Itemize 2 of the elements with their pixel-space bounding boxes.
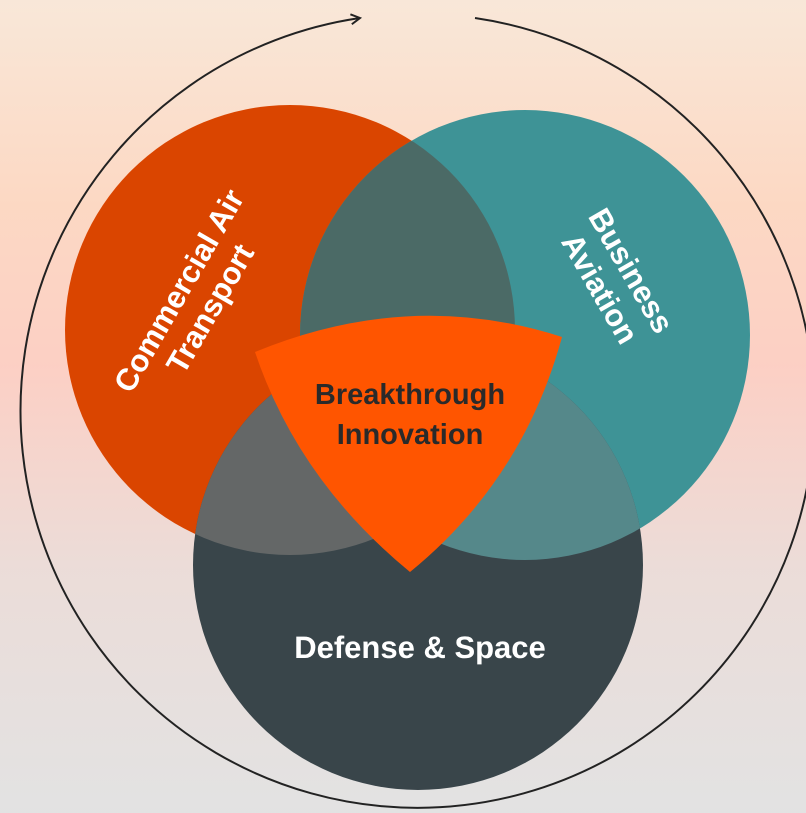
- center-label: Breakthrough Innovation: [314, 378, 506, 453]
- segment-label: Defense & Space: [293, 630, 547, 666]
